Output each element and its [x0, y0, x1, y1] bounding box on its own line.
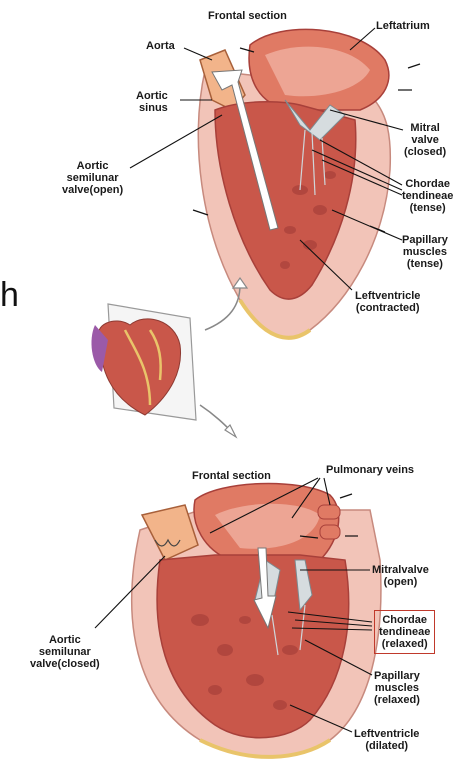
- bottom-label-chordae: Chordae tendineae (relaxed): [374, 610, 435, 654]
- bottom-label-papillary: Papillary muscles (relaxed): [374, 670, 420, 706]
- top-label-aorta: Aorta: [146, 40, 175, 52]
- top-label-left-atrium: Leftatrium: [376, 20, 430, 32]
- bottom-label-aortic-valve: Aortic semilunar valve(closed): [30, 634, 100, 670]
- mini-heart-group: [91, 278, 247, 437]
- top-label-papillary: Papillary muscles (tense): [402, 234, 448, 270]
- top-label-mitral-valve: Mitral valve (closed): [404, 122, 446, 158]
- top-title: Frontal section: [208, 10, 287, 22]
- bottom-pulmonary-vein-1: [318, 505, 340, 519]
- top-label-aortic-sinus: Aortic sinus: [136, 90, 168, 114]
- top-label-left-ventricle: Leftventricle (contracted): [355, 290, 420, 314]
- bottom-title: Frontal section: [192, 470, 271, 482]
- stray-letter: h: [0, 276, 19, 315]
- bottom-label-left-ventricle: Leftventricle (dilated): [354, 728, 419, 752]
- bottom-heart: [132, 484, 381, 757]
- top-label-aortic-valve: Aortic semilunar valve(open): [62, 160, 123, 196]
- bottom-label-mitral-valve: Mitralvalve (open): [372, 564, 429, 588]
- top-label-chordae: Chordae tendineae (tense): [402, 178, 453, 214]
- bottom-label-pulmonary-veins: Pulmonary veins: [326, 464, 414, 476]
- bottom-pulmonary-vein-2: [320, 525, 340, 539]
